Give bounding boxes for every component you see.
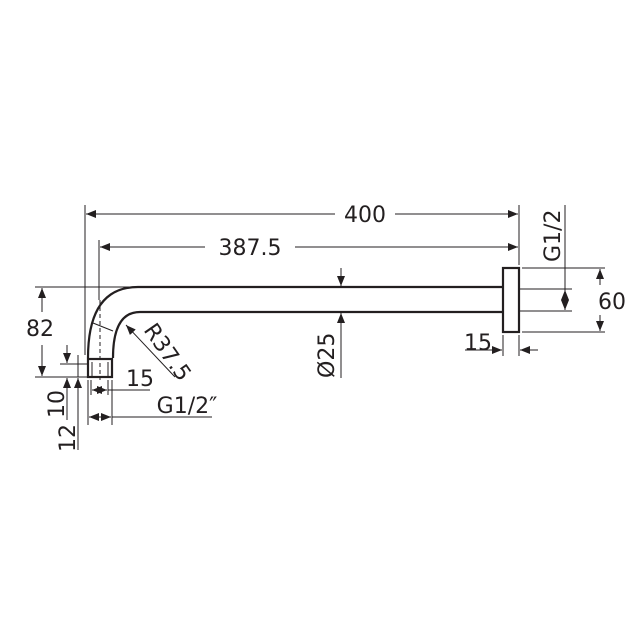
- dim-82-label: 82: [26, 317, 54, 342]
- shower-arm-body: [86, 266, 521, 380]
- dim-g12-outlet-label: G1/2″: [157, 394, 218, 419]
- dim-12-label: 12: [56, 424, 81, 452]
- dimension-15-outlet: 15: [90, 367, 154, 395]
- dimension-60: 60: [522, 267, 626, 333]
- dim-387-label: 387.5: [219, 236, 282, 261]
- dimension-82: 82: [26, 286, 135, 378]
- dim-g12-flange-label: G1/2: [541, 210, 566, 262]
- dim-10-label: 10: [45, 390, 70, 418]
- dimension-g12-outlet: G1/2″: [87, 380, 218, 425]
- wall-flange: [501, 266, 521, 334]
- dimension-400: 400: [84, 203, 520, 355]
- dim-60-label: 60: [598, 290, 626, 315]
- dim-15-flange-label: 15: [464, 331, 492, 356]
- dimension-387-5: 387.5: [98, 236, 518, 300]
- dimension-diameter-25: Ø25: [315, 268, 345, 378]
- dimension-10-12: 10 12: [45, 345, 88, 452]
- dim-15-outlet-label: 15: [126, 367, 154, 392]
- dimension-g12-flange: G1/2: [519, 205, 572, 312]
- dim-400-label: 400: [344, 203, 386, 228]
- dimension-15-flange: 15: [464, 331, 538, 356]
- dim-d25-label: Ø25: [315, 333, 340, 378]
